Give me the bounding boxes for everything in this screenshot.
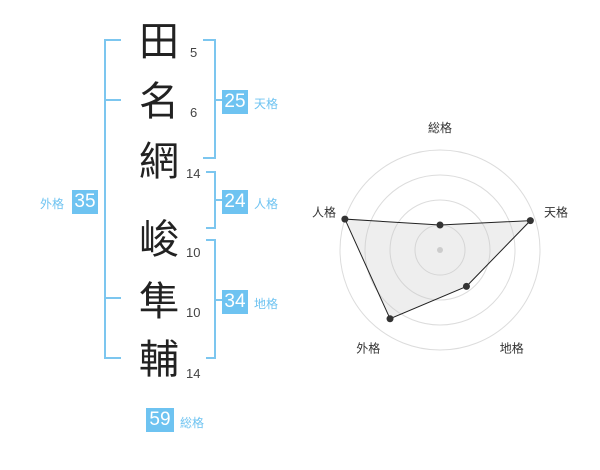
jinkaku-label: 人格: [254, 197, 279, 211]
gaikaku-label: 外格: [40, 197, 65, 211]
chikaku-value: 34: [222, 290, 248, 314]
radar-center: [437, 247, 443, 253]
chikaku-bracket: [206, 239, 222, 359]
surname-strokes-1: 5: [190, 45, 198, 60]
radar-point-0: [436, 221, 444, 229]
radar-point-2: [462, 282, 470, 290]
given-strokes-3: 14: [186, 366, 201, 381]
given-char-1: 峻: [139, 217, 179, 263]
radar-polygon: [344, 218, 532, 320]
gaikaku-value: 35: [72, 190, 98, 214]
surname-char-3: 網: [139, 139, 179, 185]
chikaku-label: 地格: [254, 297, 279, 311]
tenkaku-bracket: [203, 39, 222, 159]
radar-grid-ring: [364, 174, 516, 326]
tenkaku-value: 25: [222, 90, 248, 114]
jinkaku-value: 24: [222, 190, 248, 214]
given-char-3: 輔: [139, 337, 179, 383]
radar-axis-label-2: 地格: [500, 341, 524, 356]
radar-axis-label-4: 人格: [312, 204, 336, 219]
radar-grid-ring: [389, 199, 491, 301]
radar-point-4: [341, 215, 349, 223]
radar-axis-label-0: 総格: [428, 120, 452, 135]
given-char-2: 隼: [139, 279, 179, 325]
given-strokes-1: 10: [186, 245, 201, 260]
radar-point-1: [526, 217, 534, 225]
surname-strokes-3: 14: [186, 166, 201, 181]
tenkaku-label: 天格: [254, 97, 279, 111]
radar-axis-label-3: 外格: [356, 341, 380, 356]
surname-char-2: 名: [139, 79, 179, 125]
radar-axis-label-1: 天格: [544, 204, 568, 219]
radar-grid-ring: [339, 149, 541, 351]
gaikaku-bracket: [104, 39, 121, 359]
radar-point-3: [386, 315, 394, 323]
given-strokes-2: 10: [186, 305, 201, 320]
surname-char-1: 田: [139, 19, 179, 65]
soukaku-value: 59: [146, 408, 174, 432]
surname-strokes-2: 6: [190, 105, 198, 120]
jinkaku-bracket: [206, 171, 222, 229]
soukaku-label: 総格: [180, 416, 205, 430]
